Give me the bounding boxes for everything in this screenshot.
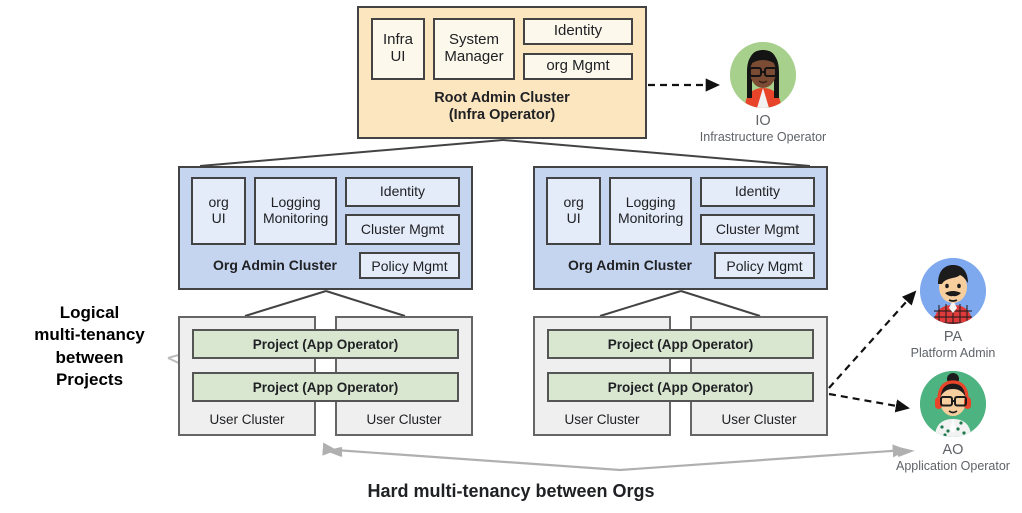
logical-label-line4: Projects: [55, 370, 124, 390]
edge-root-to-org-left: [199, 139, 504, 167]
user-cluster-label: User Cluster: [721, 412, 797, 427]
user-cluster-label: User Cluster: [209, 412, 285, 427]
logical-label-line3: between: [55, 347, 124, 367]
persona-abbr: IO: [755, 113, 771, 129]
component-cluster-mgmt: Cluster Mgmt: [700, 214, 815, 245]
edge-orgleft-to-uc2: [325, 290, 406, 317]
persona-abbr: PA: [943, 329, 963, 345]
component-cluster-mgmt: Cluster Mgmt: [345, 214, 460, 245]
user-cluster-group-left: User Cluster User Cluster Project (App O…: [178, 316, 473, 436]
persona-infrastructure-operator: IO Infrastructure Operator: [678, 42, 848, 144]
user-cluster-label: User Cluster: [366, 412, 442, 427]
root-admin-cluster-caption: Root Admin Cluster (Infra Operator): [371, 90, 633, 123]
persona-application-operator: AO Application Operator: [868, 371, 1022, 473]
component-org-mgmt: org Mgmt: [523, 53, 633, 80]
persona-full-name: Infrastructure Operator: [699, 130, 827, 144]
project-bar: Project (App Operator): [192, 372, 459, 402]
edge-orgright-to-uc3: [599, 290, 682, 317]
persona-full-name: Application Operator: [896, 459, 1010, 473]
component-policy-mgmt: Policy Mgmt: [714, 252, 815, 279]
org-admin-cluster-left-caption: Org Admin Cluster: [213, 257, 337, 274]
user-cluster-group-right: User Cluster User Cluster Project (App O…: [533, 316, 828, 436]
component-identity: Identity: [523, 18, 633, 45]
component-identity: Identity: [700, 177, 815, 207]
logical-label-line1: Logical: [59, 303, 120, 322]
org-admin-right-stack: Identity Cluster Mgmt: [700, 177, 815, 245]
edge-orgright-to-uc4: [680, 290, 761, 317]
project-bar: Project (App Operator): [547, 329, 814, 359]
root-admin-caption-line1: Root Admin Cluster: [434, 90, 570, 106]
component-identity: Identity: [345, 177, 460, 207]
persona-platform-admin: PA Platform Admin: [868, 258, 1022, 360]
org-admin-right-bottom-row: Org Admin Cluster Policy Mgmt: [546, 252, 815, 279]
woman-glasses-avatar-icon: [730, 42, 796, 108]
persona-full-name: Platform Admin: [910, 346, 996, 360]
man-mustache-avatar-icon: [920, 258, 986, 324]
org-admin-cluster-right-caption: Org Admin Cluster: [568, 257, 692, 274]
hard-multitenancy-label: Hard multi-tenancy between Orgs: [367, 481, 655, 501]
root-admin-caption-line2: (Infra Operator): [448, 106, 556, 123]
project-bar: Project (App Operator): [547, 372, 814, 402]
edge-orgleft-to-uc1: [244, 290, 327, 317]
persona-abbr: AO: [942, 442, 964, 458]
component-policy-mgmt: Policy Mgmt: [359, 252, 460, 279]
org-admin-left-stack: Identity Cluster Mgmt: [345, 177, 460, 245]
logical-multitenancy-label: Logical multi-tenancy between Projects: [12, 302, 167, 392]
project-bar: Project (App Operator): [192, 329, 459, 359]
logical-label-line2: multi-tenancy: [34, 325, 145, 345]
edge-hard-multitenancy: [322, 442, 907, 472]
woman-headphones-avatar-icon: [920, 371, 986, 437]
org-admin-left-bottom-row: Org Admin Cluster Policy Mgmt: [191, 252, 460, 279]
root-admin-stack: Identity org Mgmt: [523, 18, 633, 80]
arrowhead-left: [325, 446, 343, 458]
user-cluster-label: User Cluster: [564, 412, 640, 427]
